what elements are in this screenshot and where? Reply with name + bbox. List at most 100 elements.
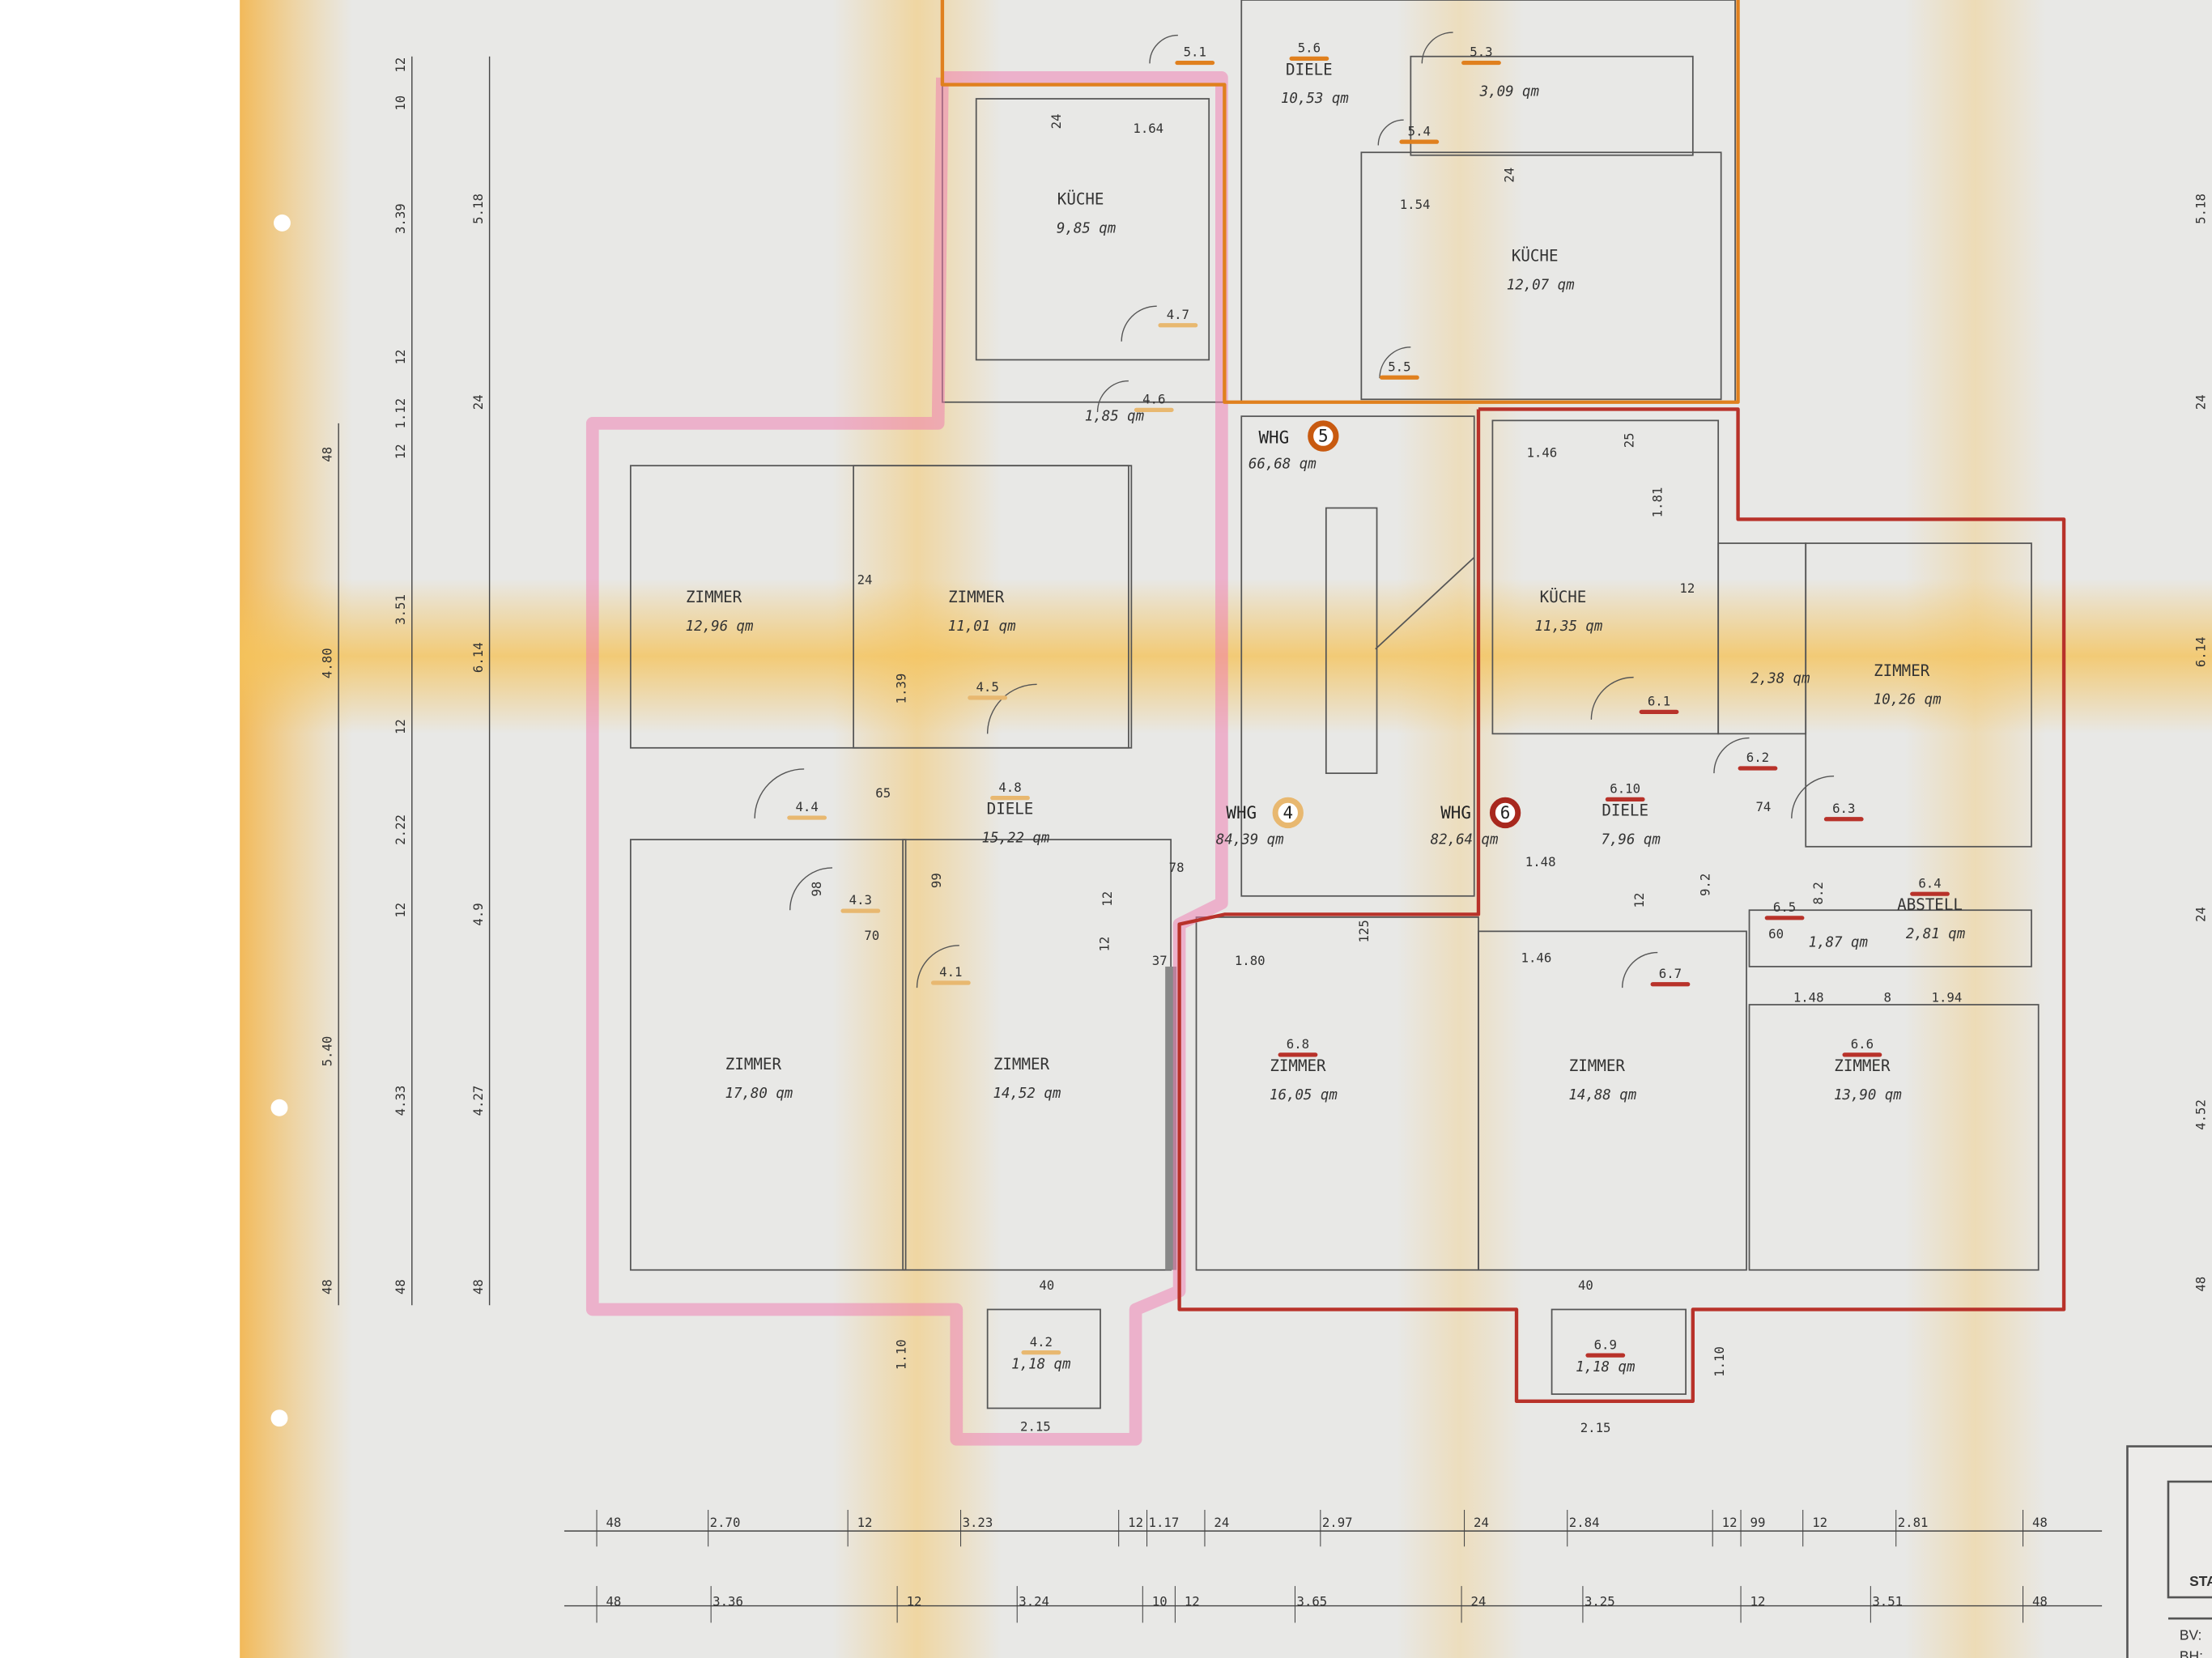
room-area: 10,26 qm — [1874, 692, 1942, 708]
dimension-label: 1.10 — [1712, 1346, 1727, 1377]
room-area: 11,35 qm — [1535, 619, 1603, 635]
dimension-label: 3.23 — [963, 1515, 993, 1530]
wall — [1551, 1308, 1687, 1395]
tag-underline — [968, 695, 1008, 700]
apartment-number: 5 — [1318, 427, 1329, 446]
stair-line — [1375, 556, 1475, 650]
door-tag: 6.2 — [1746, 750, 1769, 765]
dimension-label: 12 — [1100, 891, 1115, 907]
dimension-label: 48 — [319, 447, 334, 462]
tag-underline — [1639, 709, 1679, 714]
dimension-label: 6.14 — [470, 642, 486, 673]
dimension-label: 2.70 — [710, 1515, 741, 1530]
room-name: KÜCHE — [1512, 246, 1559, 265]
dimension-label: 1.17 — [1149, 1515, 1180, 1530]
door-tag: 6.7 — [1659, 966, 1682, 981]
dimension-label: 6.14 — [2193, 636, 2208, 667]
room-area: 12,96 qm — [686, 619, 754, 635]
dimension-label: 48 — [393, 1279, 408, 1295]
dimension-label: 12 — [1096, 937, 1112, 952]
room-area: 2,38 qm — [1750, 671, 1810, 687]
door-tag: 4.4 — [795, 799, 818, 814]
dimension-label: 10 — [393, 96, 408, 111]
dimension-label: 3.24 — [1019, 1594, 1049, 1609]
apartment-label: WHG — [1258, 427, 1289, 447]
title-block: STA BV: BH: — [2126, 1445, 2212, 1658]
room-area: 1,87 qm — [1809, 935, 1869, 951]
title-block-heading: STA — [2189, 1573, 2212, 1589]
tag-underline — [930, 980, 971, 985]
punch-hole — [270, 1409, 288, 1427]
door-tag: 6.5 — [1773, 899, 1796, 915]
door-swing — [1590, 676, 1634, 720]
room-name: DIELE — [1602, 801, 1648, 819]
dimension-label: 12 — [393, 719, 408, 734]
room-tag: 4.8 — [998, 780, 1021, 795]
apartment-area: 82,64 qm — [1431, 831, 1499, 848]
dimension-label: 1.80 — [1235, 953, 1266, 968]
dimension-label: 12 — [857, 1515, 873, 1530]
tag-underline — [1021, 1350, 1061, 1355]
door-swing — [916, 945, 959, 988]
wall — [1748, 1004, 2040, 1271]
dimension-label: 24 — [470, 394, 486, 410]
door-tag: 4.3 — [849, 892, 872, 908]
dimension-label: 65 — [875, 785, 891, 801]
room-tag: 4.2 — [1030, 1334, 1053, 1350]
dimension-label: 1.81 — [1649, 487, 1665, 518]
door-tag: 4.5 — [976, 679, 998, 695]
door-swing — [1377, 119, 1404, 146]
punch-hole — [274, 214, 291, 232]
door-tag: 6.3 — [1832, 801, 1855, 816]
apartment-badge — [1489, 797, 1521, 829]
dimension-label: 4.52 — [2193, 1099, 2208, 1130]
room-name: ZIMMER — [993, 1055, 1050, 1073]
title-block-bh: BH: — [2180, 1647, 2203, 1658]
door-swing — [1622, 951, 1658, 988]
dimension-label: 125 — [1356, 920, 1372, 942]
whg5-outline — [940, 0, 1740, 404]
room-name: DIELE — [1286, 60, 1333, 79]
door-swing — [1121, 305, 1157, 342]
dimension-label: 9.2 — [1698, 874, 1713, 896]
dimension-label: 5.18 — [470, 193, 486, 224]
dimension-label: 24 — [857, 572, 873, 588]
dimension-label: 48 — [2193, 1277, 2208, 1292]
tag-underline — [1585, 1353, 1626, 1358]
fold-band — [1904, 0, 2046, 1658]
dimension-label: 37 — [1152, 953, 1168, 968]
tag-underline — [1910, 891, 1950, 896]
fold-band-left — [240, 0, 353, 1658]
room-area: 14,52 qm — [993, 1086, 1061, 1102]
dimension-label: 1.10 — [894, 1339, 909, 1370]
tag-underline — [1764, 916, 1805, 920]
dimension-label: 1.54 — [1400, 197, 1431, 212]
apartment-area: 84,39 qm — [1216, 831, 1284, 848]
dimension-label: 70 — [864, 928, 879, 943]
tag-underline — [1175, 60, 1215, 66]
wall — [1410, 55, 1694, 156]
wall — [1240, 415, 1475, 897]
door-tag: 5.1 — [1184, 45, 1206, 60]
apartment-label: WHG — [1440, 803, 1471, 823]
room-tag: 6.6 — [1851, 1036, 1874, 1052]
room-tag: 6.9 — [1594, 1337, 1617, 1352]
door-tag: 5.5 — [1388, 359, 1410, 374]
tag-underline — [1278, 1052, 1318, 1057]
dimension-label: 12 — [1812, 1515, 1827, 1530]
dimension-label: 98 — [809, 882, 824, 897]
dimension-label: 24 — [1471, 1594, 1487, 1609]
punch-hole — [270, 1099, 288, 1116]
dimension-label: 12 — [393, 903, 408, 918]
apartment-area: 66,68 qm — [1249, 457, 1317, 473]
door-tag: 5.4 — [1408, 123, 1431, 138]
door-swing — [789, 867, 832, 911]
door-swing — [1421, 32, 1453, 64]
dimension-label: 1.46 — [1527, 445, 1558, 461]
wall — [975, 98, 1210, 361]
apartment-badge — [1308, 420, 1339, 452]
wall — [986, 1308, 1101, 1409]
room-name: KÜCHE — [1057, 190, 1104, 209]
tag-underline — [1399, 139, 1440, 144]
